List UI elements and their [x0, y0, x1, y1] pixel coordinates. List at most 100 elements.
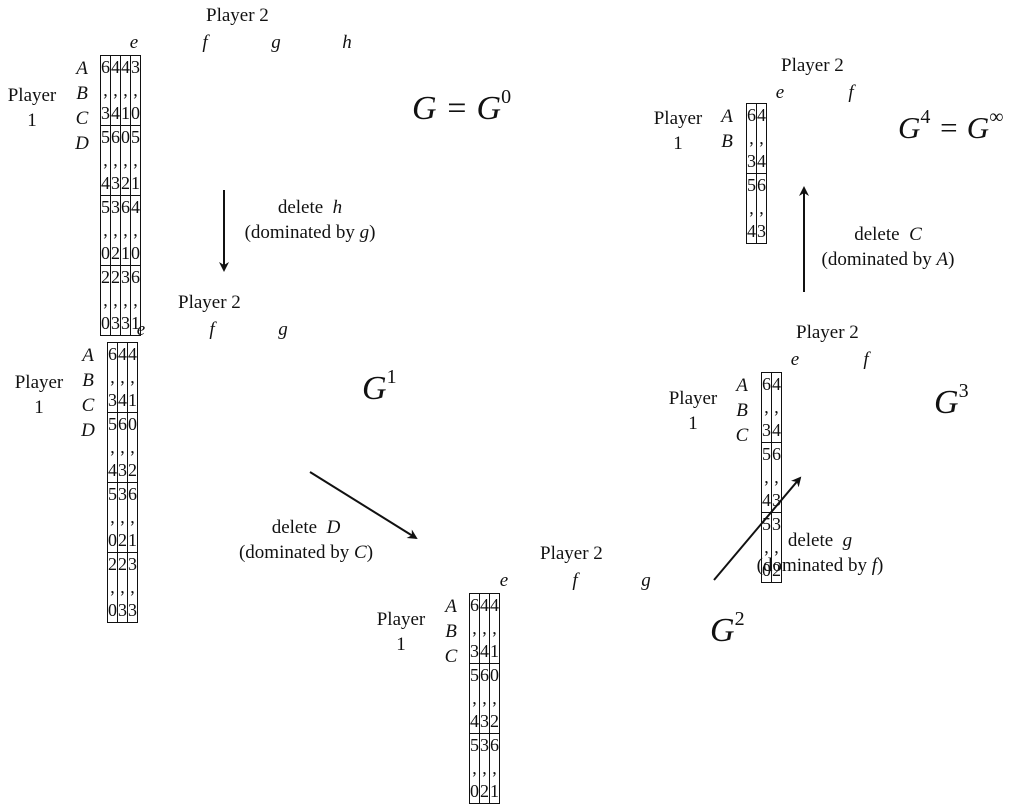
table-row: 5 , 0 3 , 2 6 , 1 [469, 733, 500, 804]
payoff-cell: 6 , 1 [127, 482, 138, 553]
column-label: f [572, 570, 578, 591]
column-label: e [499, 570, 509, 591]
payoff-cell: 0 , 2 [489, 663, 500, 734]
payoff-cell: 3 , 3 [127, 552, 138, 623]
payoff-cell: 2 , 0 [107, 552, 118, 623]
payoff-cell: 4 , 4 [756, 103, 767, 174]
row-label: A [82, 345, 94, 366]
column-label: f [209, 319, 215, 340]
row-label: D [75, 133, 89, 154]
payoff-cell: 6 , 3 [756, 173, 767, 244]
payoff-cell: 3 , 0 [130, 55, 141, 126]
table-row: 2 , 0 2 , 3 3 , 3 6 , 1 [100, 265, 141, 336]
table-row: 6 , 3 4 , 4 [761, 372, 782, 443]
deletion-step: delete D (dominated by C) [238, 517, 374, 563]
payoff-cell: 6 , 3 [771, 442, 782, 513]
row-label: C [81, 395, 95, 416]
payoff-cell: 3 , 2 [771, 512, 782, 583]
payoff-cell: 6 , 3 [469, 593, 480, 664]
payoff-cell: 0 , 2 [127, 412, 138, 483]
payoff-cell: 4 , 4 [117, 342, 128, 413]
payoff-cell: 5 , 0 [761, 512, 772, 583]
payoff-cell: 6 , 1 [130, 265, 141, 336]
payoff-cell: 6 , 1 [120, 195, 131, 266]
row-label: B [721, 131, 733, 152]
game-name: G = G0 [412, 86, 512, 127]
payoff-matrix: 6 , 3 4 , 4 5 , 4 6 , 3 [746, 103, 767, 244]
payoff-matrix: 6 , 3 4 , 4 4 , 1 5 , 4 6 , 3 0 , 2 5 , … [107, 342, 138, 623]
table-row: 6 , 3 4 , 4 4 , 1 [107, 342, 138, 413]
payoff-cell: 6 , 3 [761, 372, 772, 443]
game-name: G1 [362, 366, 397, 407]
payoff-cell: 6 , 3 [746, 103, 757, 174]
arrows-layer [219, 186, 809, 581]
column-label: e [775, 82, 785, 103]
payoff-cell: 6 , 3 [107, 342, 118, 413]
player2-label: Player 2 [796, 322, 859, 343]
row-label: C [444, 646, 458, 667]
game-name: G2 [710, 608, 745, 649]
payoff-matrix: 6 , 3 4 , 4 4 , 1 5 , 4 6 , 3 0 , 2 5 , … [469, 593, 500, 804]
column-label: f [202, 32, 208, 53]
row-label: A [445, 596, 457, 617]
player2-label: Player 2 [206, 5, 269, 26]
payoff-cell: 4 , 0 [130, 195, 141, 266]
row-label: A [736, 375, 748, 396]
deletion-step: delete g (dominated by f) [756, 530, 884, 576]
column-label: e [790, 349, 800, 370]
column-label: g [271, 32, 281, 53]
payoff-cell: 5 , 4 [746, 173, 757, 244]
table-row: 5 , 4 6 , 3 0 , 2 [469, 663, 500, 734]
payoff-cell: 4 , 1 [127, 342, 138, 413]
payoff-cell: 3 , 2 [479, 733, 490, 804]
payoff-cell: 3 , 2 [117, 482, 128, 553]
payoff-cell: 6 , 3 [479, 663, 490, 734]
payoff-cell: 3 , 2 [110, 195, 121, 266]
arrow-g2-to-g3 [713, 476, 802, 581]
payoff-cell: 4 , 4 [771, 372, 782, 443]
table-row: 5 , 4 6 , 3 [746, 173, 767, 244]
row-label: B [736, 400, 748, 421]
row-label: B [82, 370, 94, 391]
column-label: g [641, 570, 651, 591]
payoff-cell: 4 , 4 [479, 593, 490, 664]
game-name: G3 [934, 380, 969, 421]
payoff-cell: 6 , 3 [100, 55, 111, 126]
column-label: e [136, 319, 146, 340]
table-row: 5 , 4 6 , 3 0 , 2 5 , 1 [100, 125, 141, 196]
row-label: B [76, 83, 88, 104]
table-row: 5 , 0 3 , 2 [761, 512, 782, 583]
table-row: 2 , 0 2 , 3 3 , 3 [107, 552, 138, 623]
table-row: 5 , 4 6 , 3 0 , 2 [107, 412, 138, 483]
table-row: 5 , 4 6 , 3 [761, 442, 782, 513]
table-row: 5 , 0 3 , 2 6 , 1 [107, 482, 138, 553]
player2-label: Player 2 [178, 292, 241, 313]
table-row: 6 , 3 4 , 4 [746, 103, 767, 174]
row-label: B [445, 621, 457, 642]
payoff-cell: 6 , 1 [489, 733, 500, 804]
arrow-g1-to-g2 [309, 471, 418, 540]
payoff-cell: 5 , 1 [130, 125, 141, 196]
table-row: 5 , 0 3 , 2 6 , 1 4 , 0 [100, 195, 141, 266]
game-name: G4 = G∞ [898, 106, 1004, 145]
payoff-cell: 4 , 1 [120, 55, 131, 126]
player2-label: Player 2 [781, 55, 844, 76]
deletion-step: delete C (dominated by A) [821, 224, 955, 270]
payoff-cell: 4 , 4 [110, 55, 121, 126]
player2-label: Player 2 [540, 543, 603, 564]
column-label: e [129, 32, 139, 53]
payoff-cell: 6 , 3 [110, 125, 121, 196]
row-label: D [81, 420, 95, 441]
payoff-cell: 5 , 4 [107, 412, 118, 483]
row-label: A [76, 58, 88, 79]
column-label: g [278, 319, 288, 340]
payoff-cell: 2 , 3 [117, 552, 128, 623]
payoff-cell: 5 , 0 [469, 733, 480, 804]
payoff-matrix: 6 , 3 4 , 4 4 , 1 3 , 0 5 , 4 6 , 3 0 , … [100, 55, 141, 336]
table-row: 6 , 3 4 , 4 4 , 1 [469, 593, 500, 664]
row-label: C [75, 108, 89, 129]
